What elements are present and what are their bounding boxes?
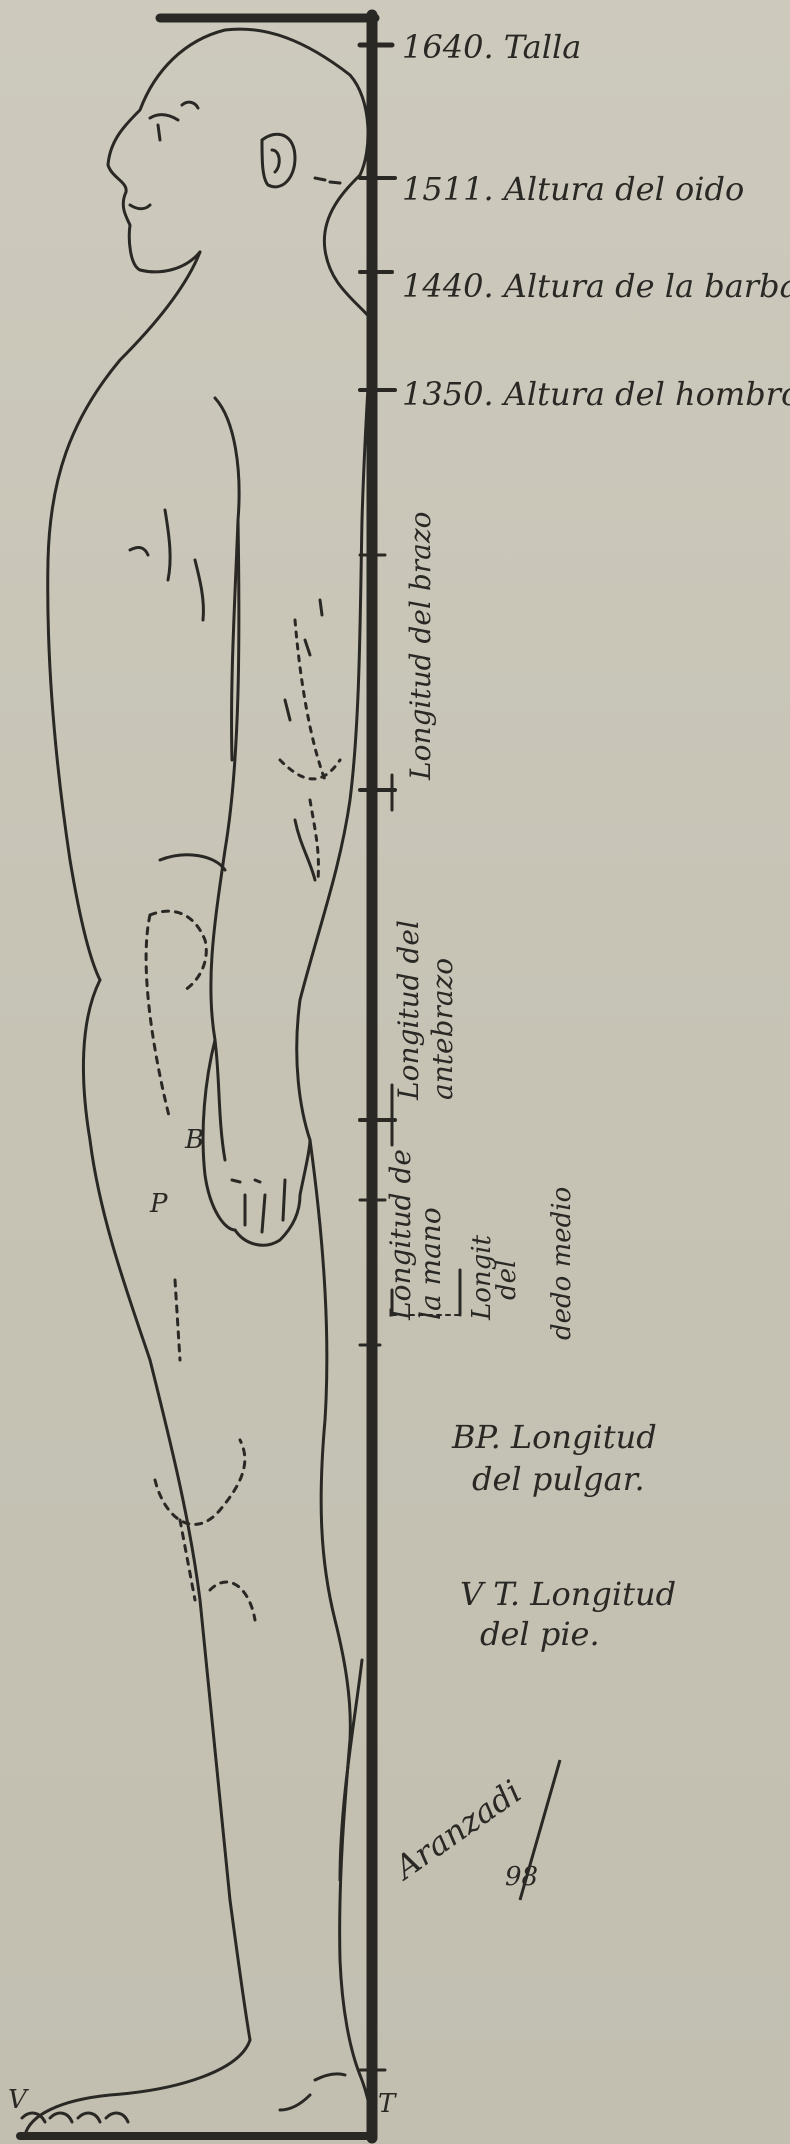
marker-v: V: [8, 2085, 29, 2115]
label-longitud-mano-1: Longitud de: [384, 1149, 417, 1321]
body-outline: [22, 29, 372, 2135]
note-pulgar-1: BP. Longitud: [451, 1418, 657, 1456]
note-pie-1: V T. Longitud: [460, 1575, 676, 1613]
marker-b: B: [184, 1125, 204, 1155]
label-longitud-antebrazo-2: antebrazo: [426, 958, 459, 1100]
label-longitud-antebrazo-1: Longitud del: [392, 920, 425, 1101]
note-pie-2: del pie.: [480, 1615, 600, 1653]
marker-p: P: [149, 1189, 168, 1219]
label-altura-oido: 1511. Altura del oido: [402, 170, 744, 208]
signature-stroke: [520, 1760, 560, 1900]
label-longitud-mano-2: la mano: [414, 1207, 447, 1320]
signature-year: 98: [505, 1862, 538, 1892]
label-longitud-dedo-2: del: [492, 1260, 522, 1300]
label-altura-barba: 1440. Altura de la barba: [402, 267, 790, 305]
note-pulgar-2: del pulgar.: [472, 1460, 645, 1498]
marker-t: T: [378, 2089, 397, 2119]
label-altura-hombro: 1350. Altura del hombro: [402, 375, 790, 413]
label-talla: 1640. Talla: [402, 28, 581, 66]
label-longitud-dedo-3: dedo medio: [547, 1187, 577, 1340]
label-longitud-brazo: Longitud del brazo: [404, 512, 437, 781]
